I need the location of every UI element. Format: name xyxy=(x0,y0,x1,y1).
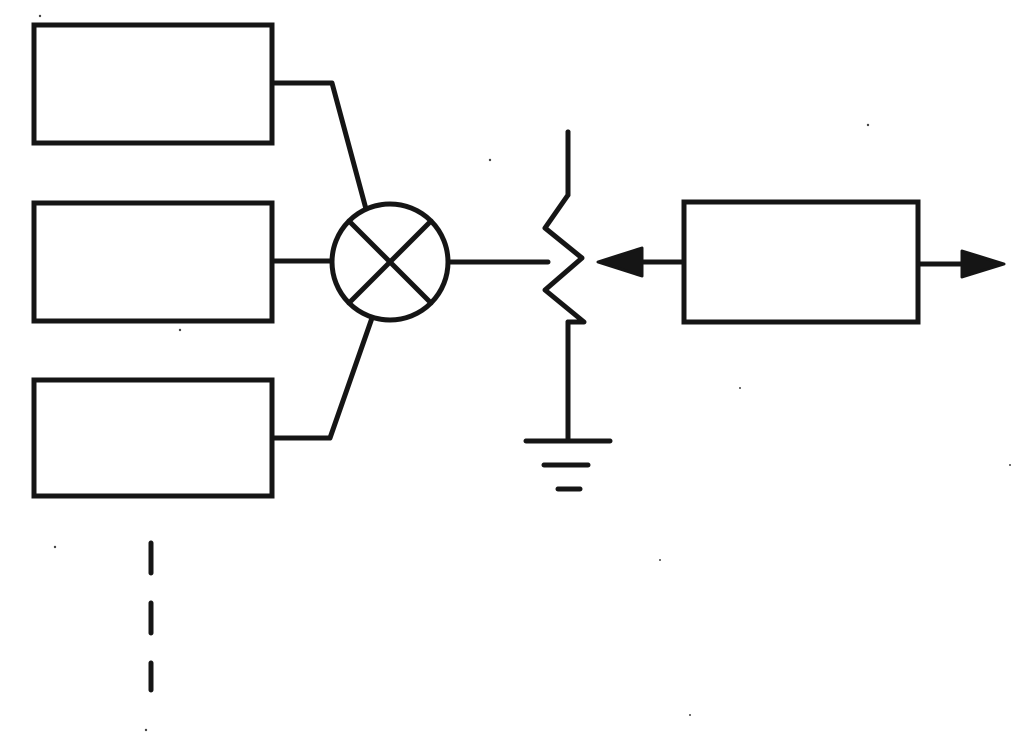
output-block xyxy=(681,199,921,325)
output-arrow-icon xyxy=(915,249,1006,279)
combiner-circle-cross-icon xyxy=(329,201,451,323)
variable-resistor-icon xyxy=(542,129,587,325)
input-block-1 xyxy=(31,22,275,146)
wire-block-3-to-combiner xyxy=(269,315,375,441)
scan-specks xyxy=(38,14,1011,732)
wire-block-1-to-combiner xyxy=(269,80,369,212)
wiper-arrow-icon xyxy=(596,246,686,278)
input-block-2 xyxy=(31,200,275,324)
input-block-3 xyxy=(31,377,275,499)
ground-icon xyxy=(523,438,613,492)
